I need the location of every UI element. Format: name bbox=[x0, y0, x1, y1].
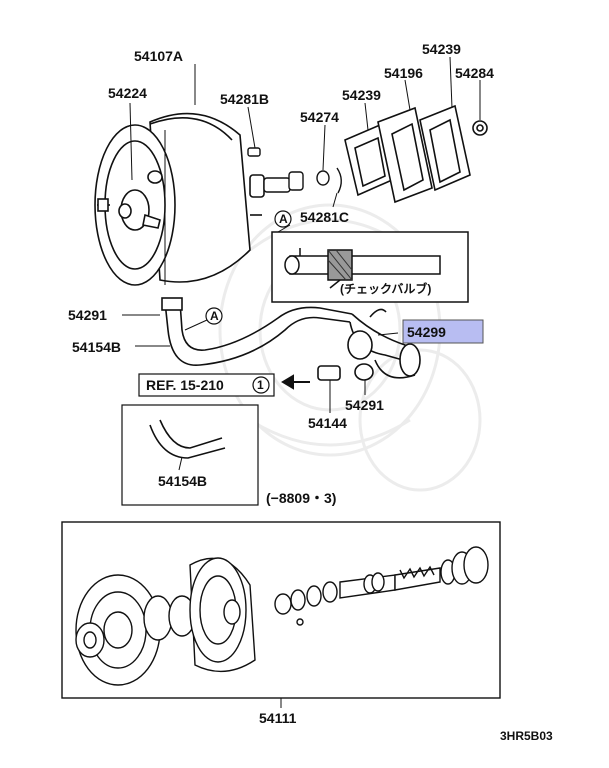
label-54239-mid: 54239 bbox=[342, 87, 381, 103]
label-54284: 54284 bbox=[455, 65, 494, 81]
check-valve-detail bbox=[271, 231, 469, 303]
spacer-stack bbox=[344, 104, 488, 204]
label-54111: 54111 bbox=[259, 710, 297, 726]
label-54239-top: 54239 bbox=[422, 41, 461, 57]
label-54107a: 54107A bbox=[134, 48, 183, 64]
label-54291-right: 54291 bbox=[345, 397, 384, 413]
label-54144: 54144 bbox=[308, 415, 347, 431]
master-cylinder-parts bbox=[75, 546, 489, 686]
label-54154b-left: 54154B bbox=[72, 339, 121, 355]
vacuum-hose bbox=[161, 297, 421, 381]
callout-circle-a-hose bbox=[205, 307, 223, 325]
label-54281b: 54281B bbox=[220, 91, 269, 107]
booster-rod-fittings bbox=[247, 147, 342, 194]
ref-box bbox=[138, 373, 275, 397]
label-54299: 54299 bbox=[407, 324, 446, 340]
ref-arrow bbox=[281, 374, 310, 390]
ref-text: REF. 15-210 bbox=[146, 377, 224, 393]
ref-number-circle bbox=[252, 376, 270, 394]
inset-hose bbox=[149, 419, 226, 471]
highlight-54299 bbox=[402, 319, 484, 344]
check-valve-caption: (チェックバルブ) bbox=[340, 281, 431, 296]
callout-circle-a-top bbox=[274, 210, 292, 228]
label-54196: 54196 bbox=[384, 65, 423, 81]
callout-a-top: A bbox=[279, 212, 288, 226]
leader-lines-top bbox=[129, 56, 481, 208]
inset-date-range: (−8809・3) bbox=[266, 490, 336, 506]
callout-a-hose: A bbox=[210, 309, 219, 323]
inset-box bbox=[121, 404, 259, 506]
figure-code: 3HR5B03 bbox=[500, 729, 553, 743]
ref-number: 1 bbox=[257, 378, 264, 392]
label-54291-left: 54291 bbox=[68, 307, 107, 323]
label-54281c: 54281C bbox=[300, 209, 349, 225]
label-54274: 54274 bbox=[300, 109, 339, 125]
leader-lines-hose bbox=[122, 224, 399, 413]
label-54224: 54224 bbox=[108, 85, 147, 101]
brake-booster bbox=[94, 112, 265, 286]
label-54154b-inset: 54154B bbox=[158, 473, 207, 489]
